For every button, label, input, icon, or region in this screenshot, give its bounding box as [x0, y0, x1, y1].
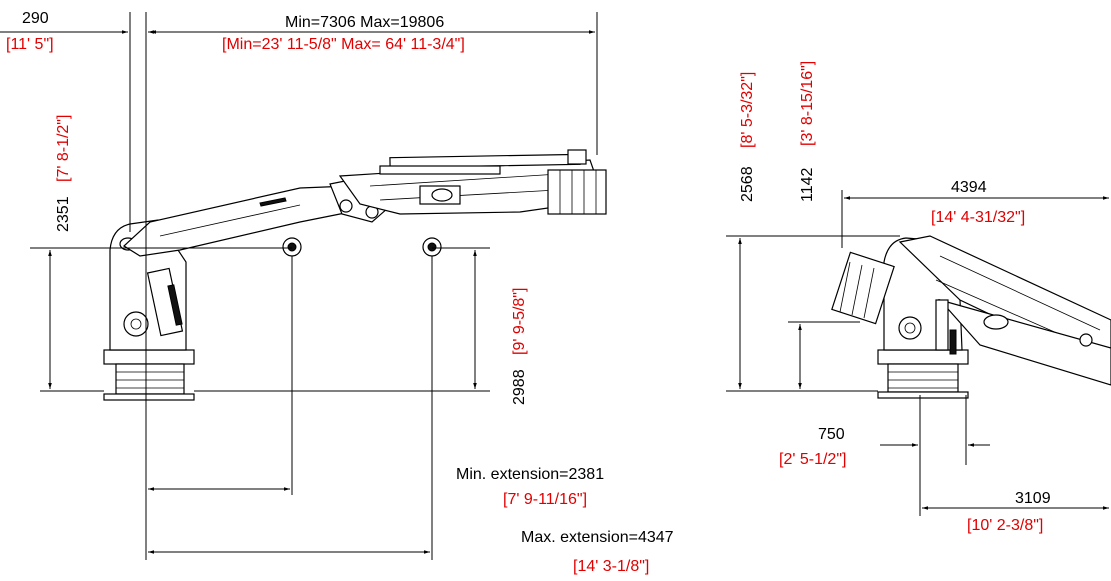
total-length-metric: Min=7306 Max=19806 — [285, 14, 444, 31]
column-height-metric: 2351 — [55, 196, 72, 232]
stowed-height-imperial: [3' 8-15/16"] — [799, 61, 816, 146]
folded-length-metric: 4394 — [951, 179, 987, 196]
max-extension-imperial: [14' 3-1/8"] — [573, 558, 649, 575]
hook-height-imperial: [9' 9-5/8"] — [511, 288, 528, 355]
hook-height-metric: 2988 — [511, 369, 528, 405]
left-view-dimension-lines — [0, 12, 598, 560]
folded-height-metric: 2568 — [739, 166, 756, 202]
column-height-imperial: [7' 8-1/2"] — [55, 115, 72, 182]
total-length-imperial: [Min=23' 11-5/8" Max= 64' 11-3/4"] — [222, 36, 465, 53]
right-view-crane — [831, 235, 1111, 399]
stowed-height-metric: 1142 — [799, 167, 816, 202]
base-length-imperial: [10' 2-3/8"] — [967, 517, 1043, 534]
min-extension-imperial: [7' 9-11/16"] — [503, 491, 587, 508]
column-offset-metric: 750 — [818, 426, 845, 443]
left-view-crane — [103, 149, 607, 401]
folded-length-imperial: [14' 4-31/32"] — [931, 209, 1025, 226]
base-length-metric: 3109 — [1015, 490, 1051, 507]
folded-height-imperial: [8' 5-3/32"] — [739, 72, 756, 148]
base-offset-metric: 290 — [22, 10, 49, 27]
column-offset-imperial: [2' 5-1/2"] — [779, 451, 846, 468]
max-extension-metric: Max. extension=4347 — [521, 529, 674, 546]
base-offset-imperial: [11' 5"] — [6, 36, 54, 53]
right-view-dimension-lines — [726, 190, 1109, 516]
min-extension-metric: Min. extension=2381 — [456, 466, 604, 483]
